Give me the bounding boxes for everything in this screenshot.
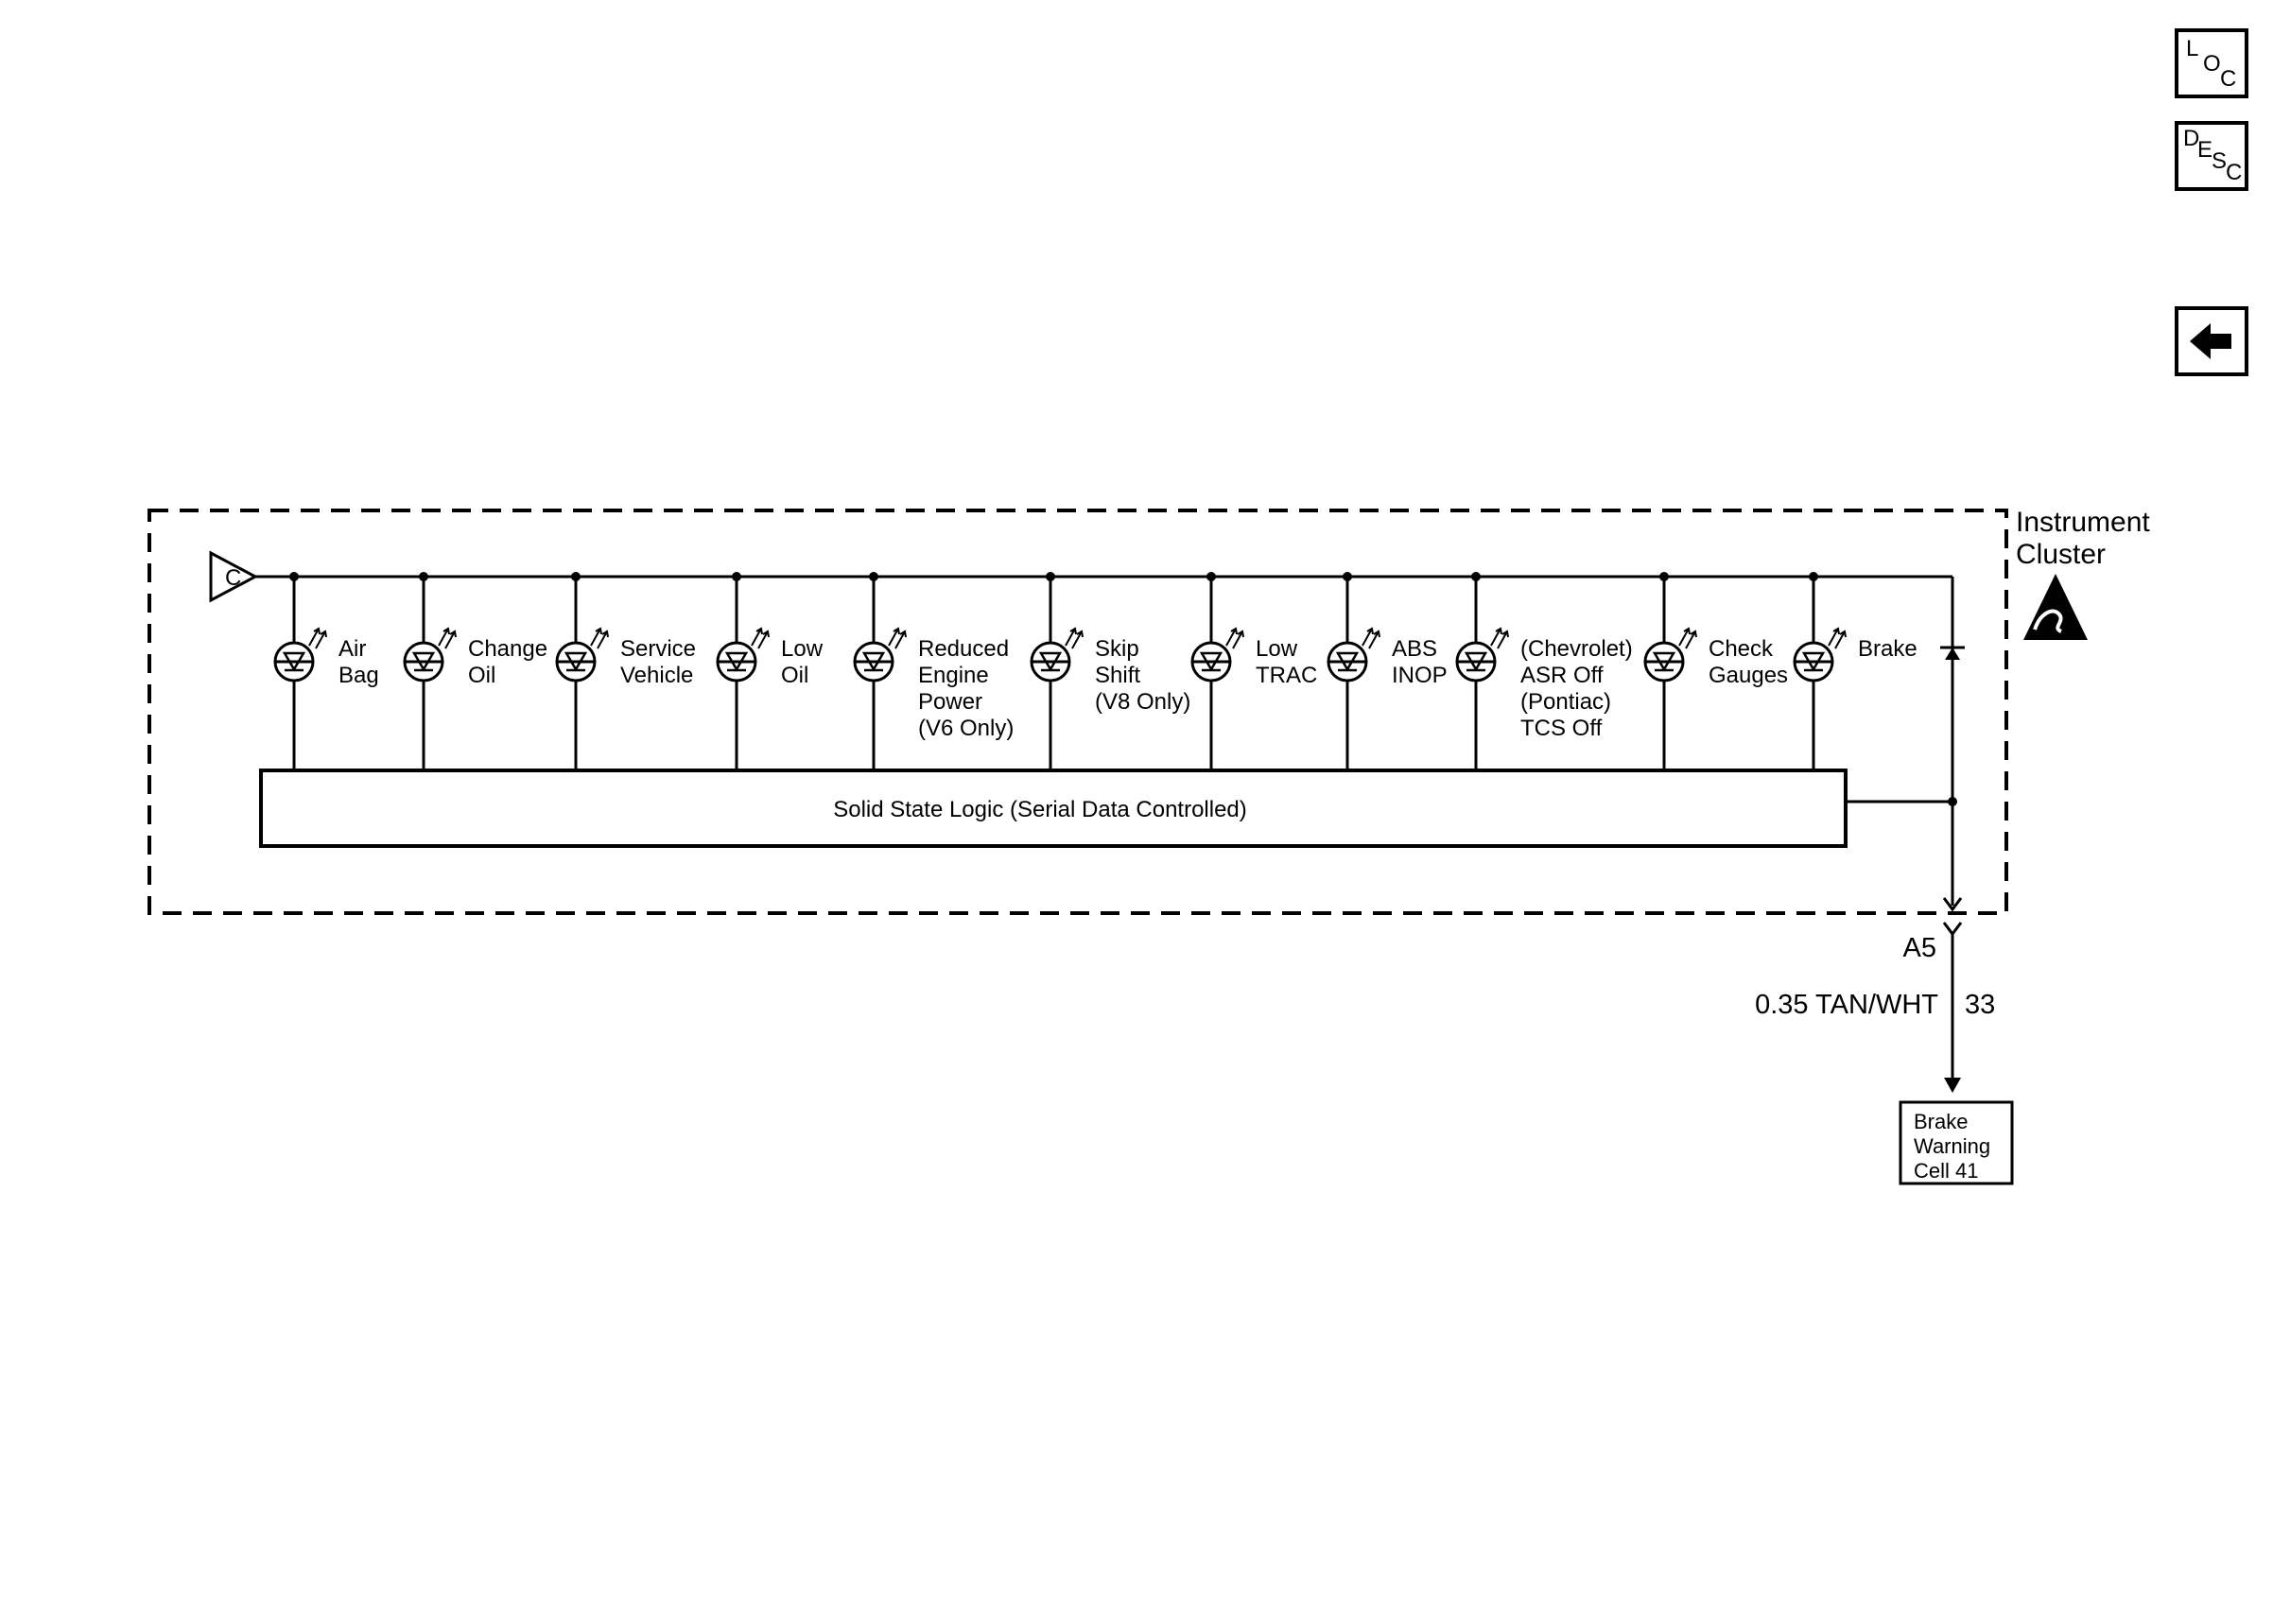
solid-state-logic-module xyxy=(259,769,1848,848)
lamp-label-line: Air xyxy=(338,636,366,662)
solid-state-logic-label: Solid State Logic (Serial Data Controlle… xyxy=(833,797,1247,822)
lamp-label-line: Power xyxy=(918,689,982,715)
module-name-line-2: Cluster xyxy=(2016,539,2106,570)
connector-pin-label: A5 xyxy=(1903,933,1936,963)
lamp-bulb-icon xyxy=(853,627,908,682)
brake-output-circuit xyxy=(1846,577,1965,1093)
desc-letter-s: S xyxy=(2212,148,2228,174)
feed-connector: C xyxy=(209,550,259,603)
brake-warning-reference[interactable]: Brake Warning Cell 41 xyxy=(1899,1100,2014,1185)
warning-lamp: Brake xyxy=(1793,572,1917,770)
lamp-label-line: Low xyxy=(781,636,824,662)
loc-letter-o: O xyxy=(2203,51,2221,77)
lamp-label-line: Vehicle xyxy=(620,663,693,688)
lamp-label-line: Oil xyxy=(781,663,808,688)
wire-color-label: 0.35 TAN/WHT xyxy=(1755,990,1938,1020)
lamp-label-line: (Pontiac) xyxy=(1520,689,1611,715)
wire-continuation-arrow xyxy=(1944,1078,1961,1093)
lamp-label-line: TRAC xyxy=(1256,663,1317,688)
lamp-label-line: (Chevrolet) xyxy=(1520,636,1633,662)
esd-sensitive-icon xyxy=(2023,574,2088,640)
lamp-label-line: (V8 Only) xyxy=(1095,689,1190,715)
left-arrow-icon xyxy=(2190,323,2231,359)
lamp-label-line: ASR Off xyxy=(1520,663,1604,688)
lamp-label-line: TCS Off xyxy=(1520,716,1603,741)
lamp-bulb-icon xyxy=(1643,627,1698,682)
lamp-label-line: INOP xyxy=(1392,663,1448,688)
lamp-label-line: Service xyxy=(620,636,696,662)
lamp-label-line: Brake xyxy=(1858,636,1917,662)
destination-line-3: Cell 41 xyxy=(1914,1159,1978,1183)
lamp-bulb-icon xyxy=(555,627,610,682)
warning-lamp: (Chevrolet)ASR Off(Pontiac)TCS Off xyxy=(1455,572,1633,770)
lamp-bulb-icon xyxy=(403,627,458,682)
lamp-label-line: Check xyxy=(1709,636,1774,662)
module-boundary xyxy=(147,509,2008,915)
lamp-label-line: Skip xyxy=(1095,636,1139,662)
lamp-label-line: ABS xyxy=(1392,636,1437,662)
lamp-bulb-icon xyxy=(1190,627,1245,682)
desc-letter-e: E xyxy=(2197,137,2213,163)
lamp-bulb-icon xyxy=(1455,627,1510,682)
desc-letter-c: C xyxy=(2226,160,2243,185)
lamp-label-line: Shift xyxy=(1095,663,1140,688)
lamp-label-line: Low xyxy=(1256,636,1298,662)
brake-diode-arrow xyxy=(1945,648,1960,660)
module-name-line-1: Instrument xyxy=(2016,507,2150,538)
desc-letter-d: D xyxy=(2183,126,2200,151)
lamp-label-line: (V6 Only) xyxy=(918,716,1014,741)
lamp-bulb-icon xyxy=(716,627,771,682)
connector-male-terminal xyxy=(1942,922,1963,937)
lamp-label-line: Reduced xyxy=(918,636,1009,662)
warning-lamps: AirBagChangeOilServiceVehicleLowOilReduc… xyxy=(273,572,1917,770)
back-button[interactable] xyxy=(2175,306,2248,376)
lamp-bulb-icon xyxy=(273,627,328,682)
loc-button[interactable]: L O C xyxy=(2175,28,2248,98)
lamp-label-line: Gauges xyxy=(1709,663,1788,688)
lamp-bulb-icon xyxy=(1327,627,1381,682)
destination-line-2: Warning xyxy=(1914,1134,1990,1158)
desc-button[interactable]: D E S C xyxy=(2175,121,2248,191)
lamp-label-line: Oil xyxy=(468,663,495,688)
lamp-label-line: Change xyxy=(468,636,547,662)
circuit-number-label: 33 xyxy=(1965,990,1995,1020)
connector-female-terminal xyxy=(1942,897,1963,912)
loc-letter-l: L xyxy=(2186,36,2199,61)
feed-connector-label: C xyxy=(225,565,241,591)
lamp-bulb-icon xyxy=(1793,627,1848,682)
lamp-label-line: Bag xyxy=(338,663,379,688)
lamp-bulb-icon xyxy=(1030,627,1084,682)
lamp-label-line: Engine xyxy=(918,663,989,688)
logic-splice-node xyxy=(1948,797,1957,806)
loc-letter-c: C xyxy=(2220,66,2237,92)
destination-line-1: Brake xyxy=(1914,1110,1968,1133)
destination-box xyxy=(1899,1100,2014,1185)
